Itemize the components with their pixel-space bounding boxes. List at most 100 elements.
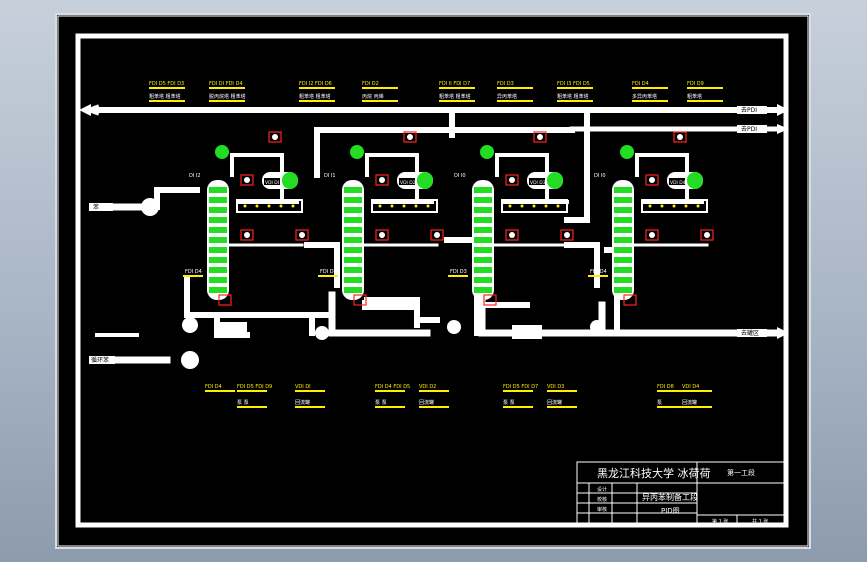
svg-text:多异丙苯塔: 多异丙苯塔 [632, 93, 657, 100]
sheet-total: 共 1 张 [752, 518, 768, 525]
title-block-text: 黑龙江科技大学 冰荷荷 第一工段 异丙苯制备工段 PID图 设计 校核 审核 第… [597, 466, 768, 525]
outlet-arrows [79, 104, 789, 339]
drum-tag: VDI D2 [400, 180, 416, 186]
equipment-label-bottom: VDI D2 回流罐 [419, 384, 449, 408]
distillation-tower: VDI D3 DI I0 FDI D3 [448, 131, 574, 306]
distillation-tower: VDI D2 DI I1 FDI D2 [318, 131, 444, 306]
tower-base-tag: FDI D4 [590, 269, 607, 275]
equipment-label-top: FDI I3 FDI D5 粗苯塔 粗苯塔 [557, 81, 593, 102]
svg-text:FDI I2 FDI D6: FDI I2 FDI D6 [299, 81, 332, 87]
heat-exchanger-icon [217, 322, 247, 336]
equipment-label-top: FDI D5 FDI D3 粗苯塔 粗苯塔 [149, 81, 185, 102]
svg-text:脱丙烷塔 粗苯塔: 脱丙烷塔 粗苯塔 [209, 93, 246, 100]
pump-icon [182, 317, 198, 333]
svg-text:FDI D4 FDI D5: FDI D4 FDI D5 [375, 384, 410, 390]
equipment-label-bottom: VDI D4 回流罐 [682, 384, 712, 408]
feed-exchanger-icon [141, 198, 159, 216]
svg-text:粗苯塔 粗苯塔: 粗苯塔 粗苯塔 [299, 93, 331, 100]
svg-text:VDI D4: VDI D4 [682, 384, 699, 390]
pump-icon [315, 326, 329, 340]
heat-exchanger-icon [512, 325, 542, 339]
instrument-icon [353, 294, 367, 306]
condenser-icon [350, 145, 364, 159]
equipment-label-top: FDI DI FDI D4 脱丙烷塔 粗苯塔 [209, 81, 246, 102]
svg-text:回流罐: 回流罐 [419, 399, 434, 406]
svg-text:丙烷 丙烯: 丙烷 丙烯 [362, 93, 384, 100]
equipment-label-bottom: FDI D4 FDI D5 泵 泵 [375, 384, 410, 408]
tower-tag: DI I0 [454, 173, 466, 179]
tower-tag: DI I1 [324, 173, 336, 179]
drawing-canvas: VDI DI DI I2 FDI D4 VDI D2 DI I1 FDI D2 VDI D3… [55, 13, 811, 549]
instrument-icon [645, 229, 659, 241]
svg-text:粗苯塔 粗苯塔: 粗苯塔 粗苯塔 [149, 93, 181, 100]
svg-text:FDI DI FDI D4: FDI DI FDI D4 [209, 81, 243, 87]
instrument-icon [430, 229, 444, 241]
equipment-label-bottom: FDI D5 FDI D7 泵 泵 [503, 384, 538, 408]
svg-text:异丙苯塔: 异丙苯塔 [497, 93, 517, 100]
instrument-icon [645, 174, 659, 186]
pump-icon [590, 320, 604, 334]
stream-label-right-2: 去PDI [741, 125, 757, 133]
stream-label-right-3: 去罐区 [741, 329, 759, 337]
svg-text:FDI I3 FDI D5: FDI I3 FDI D5 [557, 81, 590, 87]
title-block [576, 461, 787, 526]
svg-text:回流罐: 回流罐 [295, 399, 310, 406]
stream-label-left-bottom: 循环苯 [91, 356, 109, 364]
stream-labels: 苯 循环苯 去PDI 去PDI 去罐区 [89, 106, 767, 364]
instrument-icon [218, 294, 232, 306]
instrument-icon [673, 131, 687, 143]
tower-base-tag: FDI D4 [185, 269, 202, 275]
svg-text:回流罐: 回流罐 [682, 399, 697, 406]
instrument-icon [375, 174, 389, 186]
title-row-3: 审核 [597, 506, 607, 513]
pumps [141, 198, 604, 369]
svg-text:泵 泵: 泵 泵 [237, 400, 249, 406]
top-labels-group: FDI D5 FDI D3 粗苯塔 粗苯塔 FDI DI FDI D4 脱丙烷塔 粗苯… [149, 81, 723, 102]
svg-text:FDI D5 FDI D9: FDI D5 FDI D9 [237, 384, 272, 390]
inner-frame [75, 33, 789, 528]
title-row-2: 校核 [597, 496, 607, 503]
svg-text:FDI D5 FDI D3: FDI D5 FDI D3 [149, 81, 184, 87]
condenser-icon [480, 145, 494, 159]
svg-text:粗苯塔 粗苯塔: 粗苯塔 粗苯塔 [557, 93, 589, 100]
equipment-label-top: FDI I2 FDI D6 粗苯塔 粗苯塔 [299, 81, 335, 102]
condenser-icon [620, 145, 634, 159]
svg-text:VDI D2: VDI D2 [419, 384, 436, 390]
svg-text:回流罐: 回流罐 [547, 399, 562, 406]
svg-text:FDI D4: FDI D4 [205, 384, 222, 390]
instrument-icon [700, 229, 714, 241]
instrument-icon [375, 229, 389, 241]
sheet-number: 第 1 张 [712, 518, 728, 525]
pump-icon [447, 320, 461, 334]
drum-tag: VDI DI [265, 180, 279, 186]
instrument-icon [560, 229, 574, 241]
instrument-icon [295, 229, 309, 241]
svg-text:泵 泵: 泵 泵 [375, 400, 387, 406]
svg-text:VDI D3: VDI D3 [547, 384, 564, 390]
svg-text:泵: 泵 [657, 400, 662, 406]
instrument-icon [483, 294, 497, 306]
drawing-name: 异丙苯制备工段 [642, 492, 698, 502]
equipment-label-top: FDI D3 异丙苯塔 [497, 81, 533, 102]
drum-tag: VDI D3 [530, 180, 546, 186]
heat-exchanger-icon [362, 300, 417, 310]
equipment-label-bottom: FDI D5 FDI D9 泵 泵 [237, 384, 272, 408]
drawing-type: PID图 [661, 507, 680, 515]
instrument-icon [268, 131, 282, 143]
instrument-icon [403, 131, 417, 143]
equipment-label-bottom: VDI D3 回流罐 [547, 384, 577, 408]
svg-text:FDI D3: FDI D3 [497, 81, 514, 87]
instrument-icon [505, 229, 519, 241]
svg-text:FDI D5 FDI D7: FDI D5 FDI D7 [503, 384, 538, 390]
svg-text:泵 泵: 泵 泵 [503, 400, 515, 406]
tower-base-tag: FDI D3 [450, 269, 467, 275]
tower-tag: DI I2 [189, 173, 201, 179]
pump-icon [181, 351, 199, 369]
tower-base-tag: FDI D2 [320, 269, 337, 275]
